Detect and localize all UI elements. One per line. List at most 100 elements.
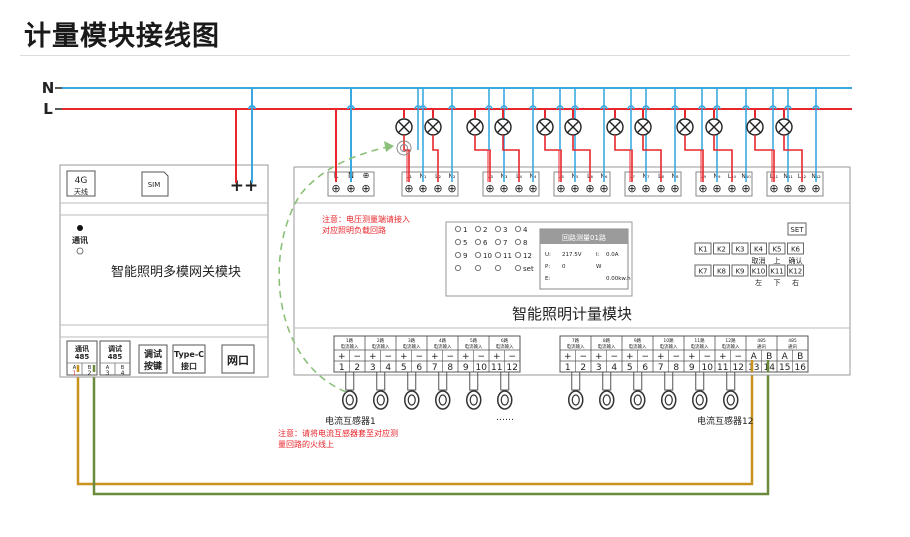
ct-group-sub: 电流输入 [372, 343, 390, 350]
top-terminal-screw: ⊕ [447, 182, 456, 195]
wire-crossover [600, 105, 608, 110]
indicator-label: 7 [503, 239, 507, 247]
ct-on-line-indicator-core [400, 144, 408, 152]
ct-group-sub: 电流输入 [722, 343, 740, 350]
indicator-label: set [523, 265, 534, 273]
top-terminal-screw: ⊕ [570, 182, 579, 195]
ct-terminal-sign: B [797, 352, 803, 362]
key-label: K10 [752, 268, 766, 276]
ct-terminal-number: 11 [717, 363, 728, 373]
current-transformer-core [571, 394, 580, 406]
lcd-key: E: [545, 276, 550, 282]
lamp-icon-cross [427, 121, 439, 133]
top-terminal-screw: ⊕ [499, 182, 508, 195]
top-terminal-screw: ⊕ [485, 182, 494, 195]
wire-crossover [812, 105, 820, 110]
ct-terminal-sign: + [462, 352, 470, 362]
port-title: 通讯 [75, 344, 89, 353]
ct-terminal-number: 9 [689, 363, 695, 373]
top-terminal-screw: ⊕ [741, 182, 750, 195]
indicator-led [514, 251, 522, 259]
debug-key-line1: 调试 [144, 348, 162, 360]
lamp-load-wire [754, 135, 775, 182]
ct-terminal-sign: − [384, 352, 392, 362]
terminal-block-group [695, 171, 753, 197]
current-transformer-core [407, 394, 416, 406]
key-label: K2 [717, 246, 726, 254]
wire-crossover [571, 105, 579, 110]
ct-terminal-number: 5 [627, 363, 633, 373]
ct-terminal-number: 9 [463, 363, 469, 373]
lcd-value: 0.00kw.h [606, 276, 631, 282]
comm-group-title: 485 [788, 338, 797, 344]
ct-group-sub: 电流输入 [691, 343, 709, 350]
ct-terminal-sign: − [446, 352, 454, 362]
wire-crossover [414, 105, 422, 110]
antenna-badge [66, 170, 96, 197]
ct-terminal-sign: + [431, 352, 439, 362]
indicator-label: 1 [463, 226, 467, 234]
ct-label-first: 电流互感器1 [325, 415, 376, 427]
comm-group-sub: 通讯 [788, 343, 797, 350]
ct-terminal-number: 12 [733, 363, 744, 373]
ct-terminal-sign: − [579, 352, 587, 362]
ct-terminal-sign: A [782, 352, 789, 362]
lamp-icon-cross [398, 121, 410, 133]
port-pin-number: 2 [88, 370, 92, 377]
lamp-load-wire [783, 135, 803, 182]
key-button [713, 264, 730, 277]
lamp-load-wire [474, 135, 491, 182]
current-transformer-core [469, 394, 478, 406]
ct-group-sub: 电流输入 [341, 343, 359, 350]
lamp-load-wire [572, 135, 591, 182]
key-label: K5 [772, 246, 781, 254]
ct-terminal-sign: − [508, 352, 516, 362]
ct-note-line1: 注意：请将电流互感器套至对应测 [278, 428, 398, 438]
terminal-block-group [553, 171, 611, 197]
ct-group-sub: 电流输入 [567, 343, 585, 350]
lamp-load-wire [502, 135, 520, 182]
ct-terminal-number: 1 [565, 363, 571, 373]
ct-terminal-sign: − [703, 352, 711, 362]
key-button [750, 242, 767, 255]
ct-label-last: 电流互感器12 [697, 415, 753, 427]
indicator-label: 3 [503, 226, 507, 234]
ct-group-sub: 电流输入 [629, 343, 647, 350]
top-terminal-screw: ⊕ [670, 182, 679, 195]
ct-terminal-sign: A [751, 352, 758, 362]
set-button [787, 222, 807, 236]
top-terminal-screw: ⊕ [783, 182, 792, 195]
top-terminal-screw: ⊕ [797, 182, 806, 195]
current-transformer-core [376, 394, 385, 406]
indicator-led [494, 264, 502, 272]
ct-terminal-sign: + [400, 352, 408, 362]
key-button [731, 242, 749, 255]
lcd-title-bar [540, 229, 628, 244]
ct-terminal-number: 5 [401, 363, 407, 373]
port-pin-number: 3 [106, 370, 110, 377]
lamp-load-wire [614, 135, 633, 182]
indicator-led [454, 225, 462, 233]
ct-terminal-number: 3 [370, 363, 376, 373]
top-terminal-screw: ⊕ [585, 182, 594, 195]
ct-terminal-number: 6 [416, 363, 422, 373]
ct-terminal-number: 7 [658, 363, 664, 373]
ct-lead [695, 372, 705, 391]
ct-terminal-number: 10 [702, 363, 714, 373]
top-terminal-screw: ⊕ [769, 182, 778, 195]
indicator-label: 10 [483, 252, 492, 260]
wire-crossover [784, 105, 792, 110]
current-transformer-core [438, 394, 447, 406]
ct-terminal-number: 2 [354, 363, 360, 373]
wire-crossover [500, 105, 508, 110]
ct-group-sub: 电流输入 [660, 343, 678, 350]
ct-terminal-sign: − [641, 352, 649, 362]
terminal-block-group [624, 171, 682, 197]
lamp-load-wire [642, 135, 662, 182]
lamp-icon-cross [679, 121, 691, 133]
ct-terminal-number: 15 [779, 363, 790, 373]
indicator-led [474, 238, 482, 246]
key-sublabel: 下 [774, 279, 781, 287]
current-transformer-core [633, 394, 642, 406]
current-transformer-core [664, 394, 673, 406]
